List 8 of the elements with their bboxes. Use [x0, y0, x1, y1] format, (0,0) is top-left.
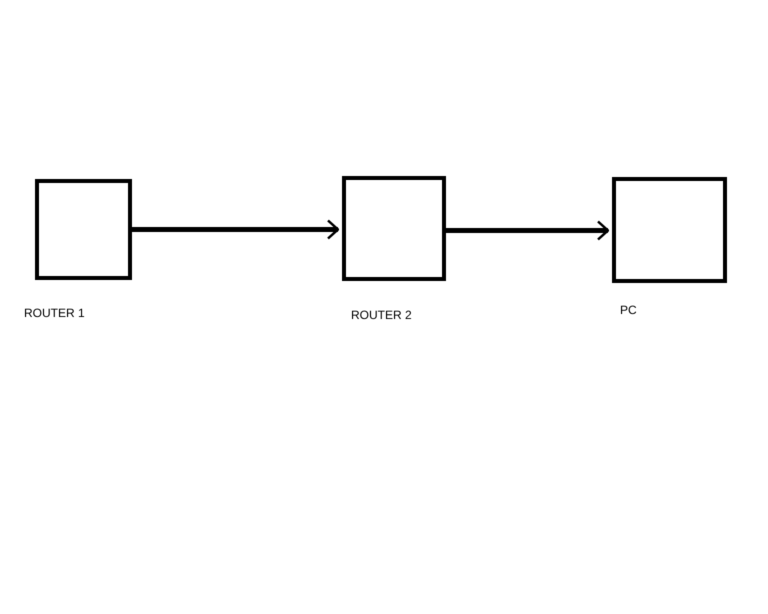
square-node: [342, 176, 446, 281]
square-node: [35, 179, 132, 280]
arrow: [446, 220, 610, 241]
square-node: [612, 177, 727, 283]
node-label: ROUTER 1: [24, 306, 85, 320]
node-label: ROUTER 2: [351, 308, 412, 322]
arrow: [132, 219, 340, 240]
node-label: PC: [620, 303, 637, 317]
